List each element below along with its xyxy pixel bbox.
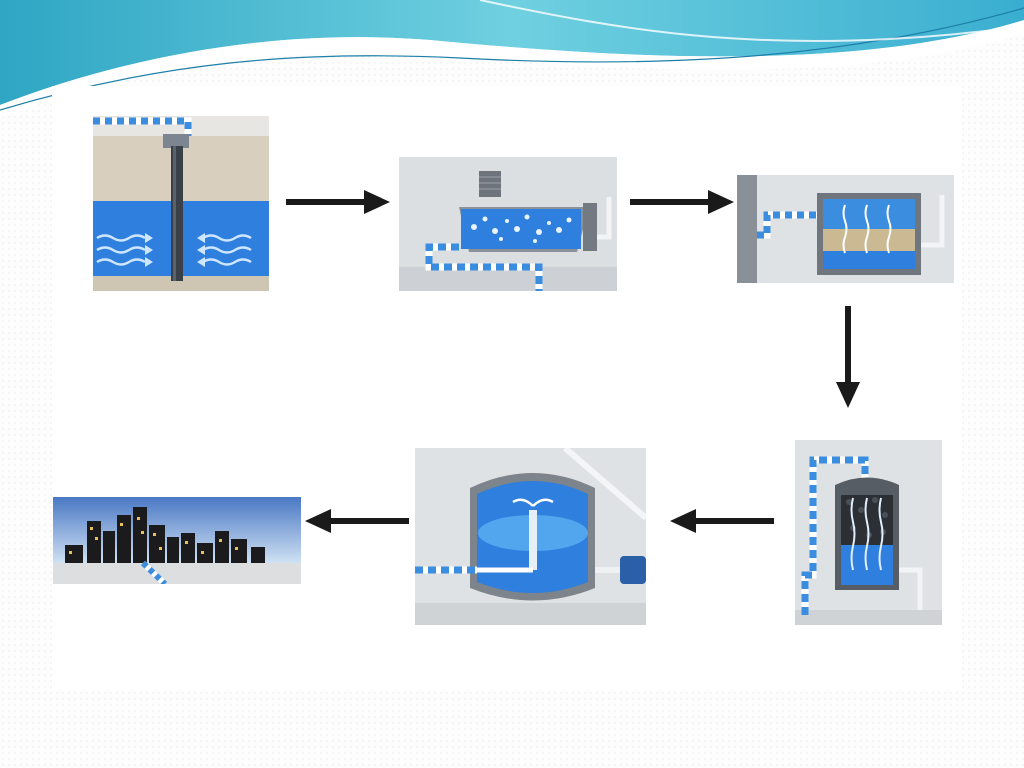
city-distribution-icon	[53, 497, 301, 584]
stage-carbon-filter	[795, 440, 942, 625]
stage-aeration	[399, 157, 617, 291]
stage-well	[93, 116, 269, 291]
stage-city	[53, 497, 301, 584]
flow-arrow-left	[305, 507, 409, 535]
flow-arrow-left	[670, 507, 774, 535]
sand-filter-icon	[737, 175, 954, 283]
aeration-tank-icon	[399, 157, 617, 291]
stage-reservoir	[415, 448, 646, 625]
flow-arrow-right	[630, 188, 734, 216]
groundwater-well-icon	[93, 116, 269, 291]
stage-sand-filter	[737, 175, 954, 283]
storage-reservoir-icon	[415, 448, 646, 625]
flow-arrow-down	[834, 306, 862, 408]
flow-arrow-right	[286, 188, 390, 216]
carbon-filter-icon	[795, 440, 942, 625]
wave-banner	[0, 0, 1024, 118]
